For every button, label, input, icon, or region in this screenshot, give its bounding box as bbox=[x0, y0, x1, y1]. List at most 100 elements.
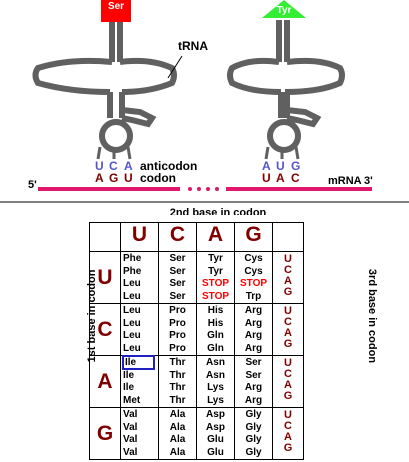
amino-acid-label: Phe bbox=[123, 253, 142, 264]
amino-acid-label: Tyr bbox=[208, 253, 223, 264]
second-base-header: A bbox=[196, 222, 235, 252]
amino-acid-label: Met bbox=[123, 394, 141, 406]
amino-acid-label: His bbox=[207, 305, 224, 316]
amino-acid-label: Ser bbox=[169, 278, 186, 289]
second-base-header: C bbox=[158, 222, 197, 252]
third-base-letter: U bbox=[284, 253, 292, 265]
ser-amino-acid-box bbox=[101, 0, 131, 22]
amino-acid-label: Asp bbox=[206, 421, 225, 433]
anticodon-right-2: U bbox=[276, 159, 285, 173]
third-base-letter: C bbox=[284, 368, 292, 380]
ser-label: Ser bbox=[108, 1, 124, 12]
tyr-amino-acid-triangle bbox=[262, 0, 306, 18]
codon-left-2: G bbox=[109, 171, 118, 185]
amino-acid-label: Leu bbox=[123, 290, 141, 302]
amino-acid-label: His bbox=[207, 317, 224, 329]
first-base-cell: G bbox=[89, 407, 121, 460]
third-base-letter: G bbox=[283, 442, 293, 454]
second-base-header: G bbox=[234, 222, 273, 252]
amino-acid-label: Ile bbox=[123, 382, 135, 393]
amino-acid-label: Arg bbox=[244, 394, 263, 406]
codon-left-1: A bbox=[95, 171, 104, 185]
amino-acid-label: Val bbox=[123, 434, 138, 445]
anticodon-label: anticodon bbox=[140, 159, 197, 173]
amino-acid-label: Arg bbox=[244, 330, 263, 341]
anticodon-left-2: C bbox=[109, 159, 118, 173]
amino-acid-label: Pro bbox=[169, 342, 186, 354]
amino-acid-label: Lys bbox=[207, 382, 224, 393]
anticodon-right-1: A bbox=[262, 159, 271, 173]
mrna-gap-dots bbox=[188, 187, 219, 191]
trna-translation-diagram: Ser Tyr tRNA U C A A G U anticodon codon… bbox=[0, 0, 409, 215]
trna-left bbox=[32, 18, 177, 153]
amino-acid-label: Val bbox=[123, 421, 138, 433]
amino-acid-label: Leu bbox=[123, 317, 141, 329]
amino-acid-label: Lys bbox=[207, 394, 224, 406]
third-base-letter: C bbox=[284, 316, 292, 328]
trna-right bbox=[227, 20, 345, 153]
amino-acid-label: Arg bbox=[244, 317, 263, 329]
amino-acid-label: Thr bbox=[169, 382, 186, 393]
amino-acid-label: Gln bbox=[207, 342, 224, 354]
amino-acid-label: Gly bbox=[245, 421, 262, 433]
second-base-title: 2nd base in codon bbox=[170, 207, 267, 215]
amino-acid-label: Arg bbox=[244, 305, 263, 316]
anticodon-stubs-right bbox=[264, 146, 300, 160]
amino-acid-label: Trp bbox=[245, 290, 262, 302]
stop-codon-label: STOP bbox=[201, 290, 230, 302]
trna-label: tRNA bbox=[178, 39, 208, 53]
amino-acid-label: Ile bbox=[123, 369, 135, 381]
amino-acid-label: Pro bbox=[169, 330, 186, 341]
amino-acid-label: Tyr bbox=[208, 265, 223, 277]
stop-codon-label: STOP bbox=[239, 278, 268, 289]
amino-acid-label: Asn bbox=[206, 357, 225, 368]
five-prime-label: 5' bbox=[28, 179, 37, 191]
amino-acid-label: Thr bbox=[169, 357, 186, 368]
third-base-letter: U bbox=[284, 409, 292, 421]
third-base-label: 3rd base in codon bbox=[366, 268, 378, 364]
amino-acid-label: Ser bbox=[245, 369, 262, 381]
amino-acid-label: Leu bbox=[123, 305, 141, 316]
third-base-letter: G bbox=[283, 286, 293, 298]
trna-pointer-line bbox=[167, 55, 183, 79]
amino-acid-label: Asn bbox=[206, 369, 225, 381]
amino-acid-label: Gly bbox=[245, 409, 262, 420]
anticodon-right-3: G bbox=[291, 159, 300, 173]
third-base-letter: A bbox=[284, 431, 292, 443]
codon-right-3: C bbox=[291, 171, 300, 185]
corner-cell bbox=[272, 222, 304, 252]
stop-codon-label: STOP bbox=[201, 278, 230, 289]
amino-acid-label: Pro bbox=[169, 317, 186, 329]
amino-acid-label: Ala bbox=[169, 421, 186, 433]
first-base-cell: A bbox=[89, 355, 121, 408]
amino-acid-label: Ala bbox=[169, 434, 186, 445]
amino-acid-label: Thr bbox=[169, 394, 186, 406]
amino-acid-label: Ser bbox=[169, 265, 186, 277]
first-base-cell: U bbox=[89, 251, 121, 304]
corner-cell bbox=[89, 222, 121, 252]
third-base-letter: G bbox=[283, 390, 293, 402]
tyr-label: Tyr bbox=[277, 5, 292, 16]
amino-acid-label: Gly bbox=[245, 446, 262, 458]
third-base-letter: A bbox=[284, 275, 292, 287]
amino-acid-label: Pro bbox=[169, 305, 186, 316]
third-base-letter: G bbox=[283, 338, 293, 350]
amino-acid-label: Arg bbox=[244, 342, 263, 354]
amino-acid-label: Thr bbox=[169, 369, 186, 381]
third-base-letter: U bbox=[284, 357, 292, 369]
